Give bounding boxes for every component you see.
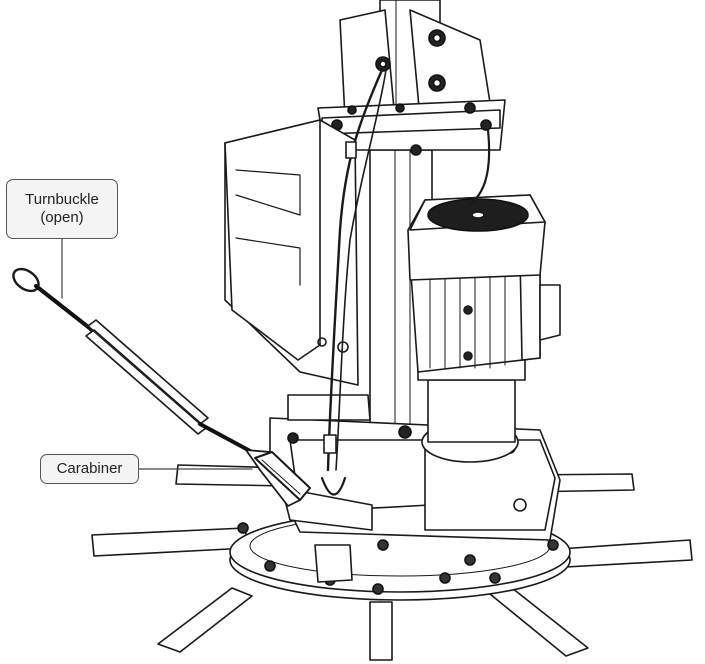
carabiner-hook — [254, 451, 311, 501]
motor — [407, 194, 561, 463]
carabiner-label: Carabiner — [56, 460, 123, 477]
turnbuckle-sublabel: (open) — [40, 209, 84, 226]
bracket-bolts — [331, 29, 492, 156]
base-arms — [91, 464, 693, 661]
power-cable — [466, 128, 491, 207]
carabiner-callout: Carabiner — [40, 454, 139, 484]
turnbuckle-assembly — [12, 267, 301, 507]
wire-rope — [323, 68, 387, 472]
hood — [224, 119, 359, 386]
turnbuckle-label: Turnbuckle — [25, 191, 99, 208]
callout-leaders — [61, 238, 253, 470]
turnbuckle-callout: Turnbuckle (open) — [6, 179, 118, 239]
clamp-plate — [281, 476, 373, 583]
